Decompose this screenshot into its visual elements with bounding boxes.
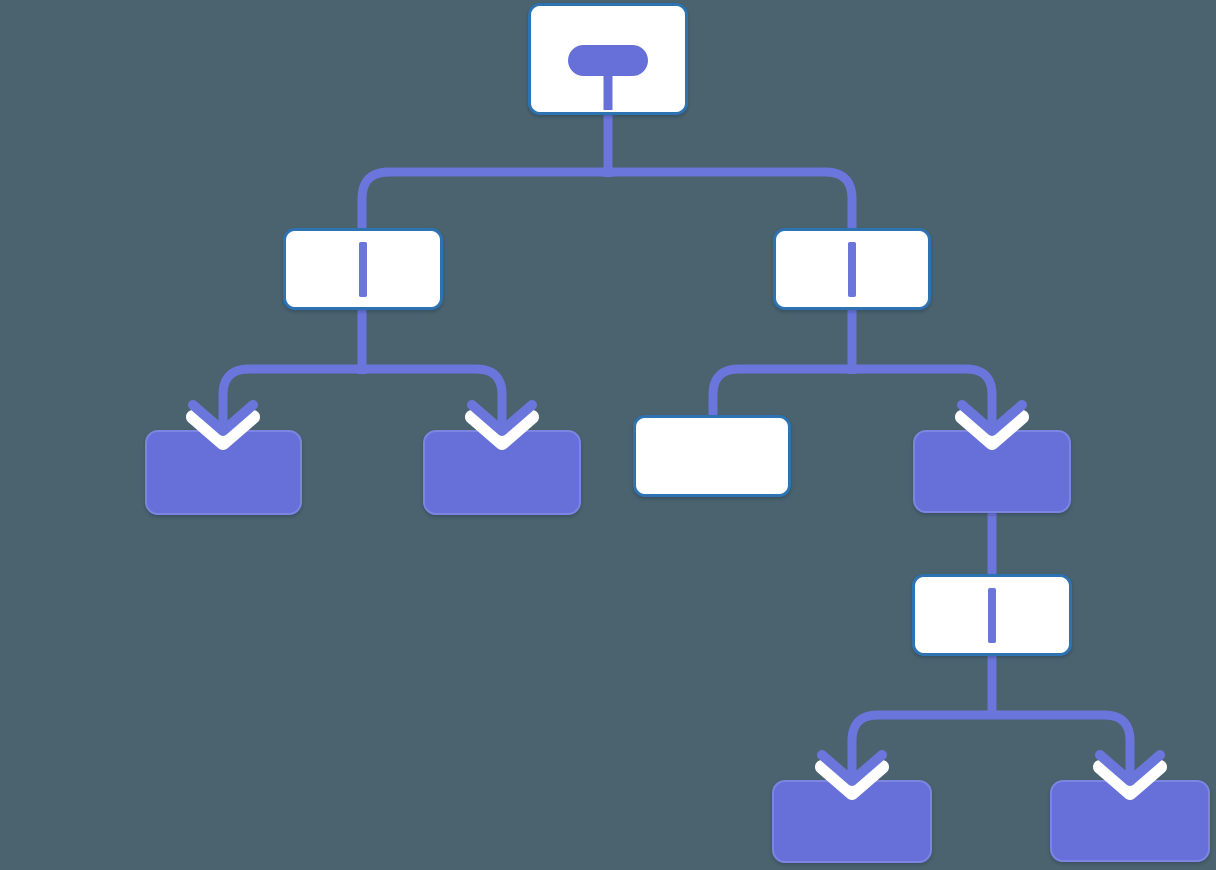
node-label xyxy=(286,231,440,307)
node-root[interactable] xyxy=(528,3,688,115)
root-pill-stem-icon xyxy=(603,74,613,110)
node-label xyxy=(147,432,300,513)
branch-pass-through-bar xyxy=(988,588,996,643)
node-leaf-bottom-left[interactable] xyxy=(772,780,932,863)
edge-bottom-split xyxy=(847,710,1135,778)
branch-pass-through-bar xyxy=(848,242,856,297)
node-label xyxy=(425,432,579,513)
node-plain-white[interactable] xyxy=(633,415,791,497)
arrowhead-chevron-icon xyxy=(467,400,537,436)
edge-top-split xyxy=(357,167,857,230)
root-pill-icon xyxy=(568,45,648,76)
branch-pass-through-bar xyxy=(359,242,367,297)
node-label xyxy=(774,782,930,861)
edge-left-split xyxy=(218,364,507,428)
node-branch-lower[interactable] xyxy=(912,574,1072,656)
node-leaf-right[interactable] xyxy=(913,430,1071,513)
node-label xyxy=(531,6,685,112)
node-leaf-mid-left[interactable] xyxy=(423,430,581,515)
node-label xyxy=(915,432,1069,511)
arrowhead-chevron-icon xyxy=(817,750,887,786)
node-leaf-far-left[interactable] xyxy=(145,430,302,515)
node-label xyxy=(915,577,1069,653)
arrowhead-chevron-icon xyxy=(1095,750,1165,786)
node-label xyxy=(1052,782,1208,860)
node-leaf-bottom-right[interactable] xyxy=(1050,780,1210,862)
node-branch-right[interactable] xyxy=(773,228,931,310)
node-label xyxy=(776,231,928,307)
arrowhead-chevron-icon xyxy=(188,400,258,436)
node-label xyxy=(636,418,788,494)
node-branch-left[interactable] xyxy=(283,228,443,310)
arrowhead-chevron-icon xyxy=(957,400,1027,436)
